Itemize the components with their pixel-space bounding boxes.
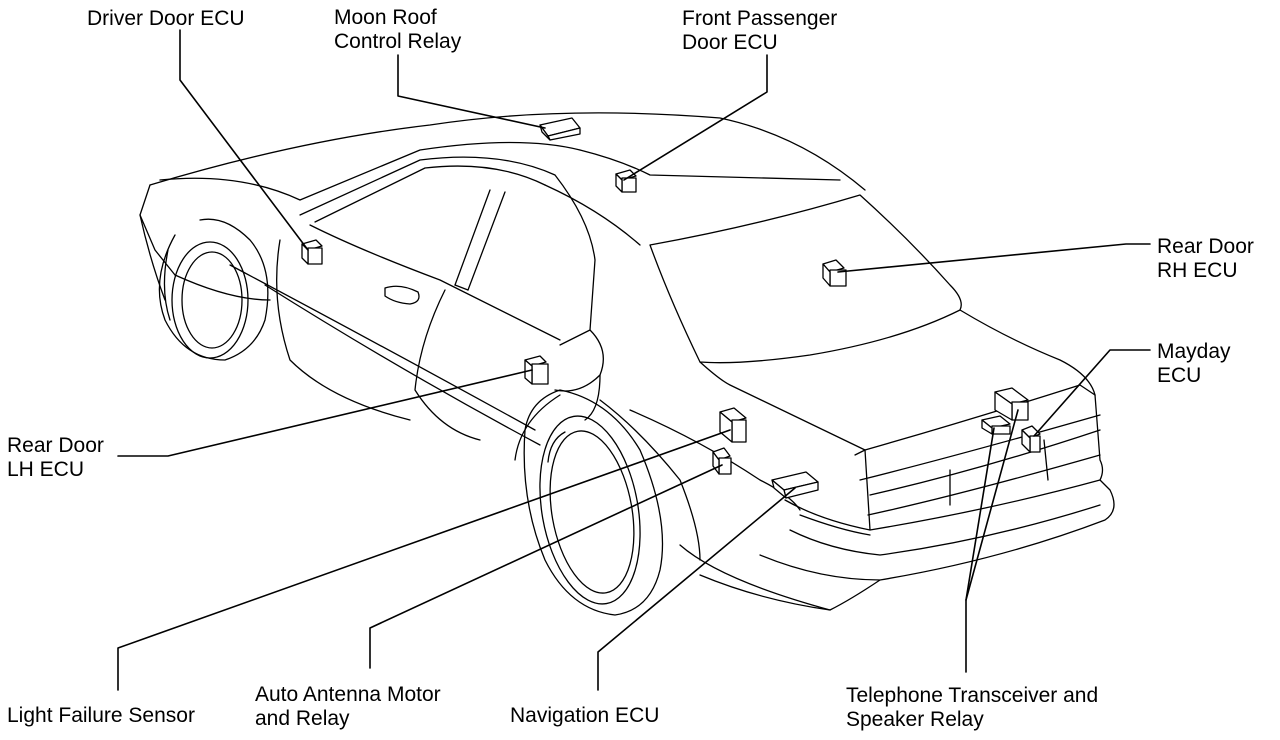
label-rear-door-lh-ecu: Rear Door LH ECU <box>7 434 104 482</box>
leader-lines <box>117 29 1151 691</box>
label-line: and Relay <box>255 707 350 730</box>
label-driver-door-ecu: Driver Door ECU <box>87 7 245 31</box>
leader-rear-door-lh-ecu <box>117 369 533 457</box>
front-passenger-ecu-box <box>615 169 637 193</box>
component-markers <box>301 117 1049 499</box>
label-mayday-ecu: Mayday ECU <box>1157 340 1231 388</box>
label-moon-roof-control-relay: Moon Roof Control Relay <box>334 6 461 54</box>
label-line: ECU <box>1157 364 1202 387</box>
leader-light-failure-sensor <box>117 429 731 691</box>
leader-telephone-b <box>965 409 1019 601</box>
label-rear-door-rh-ecu: Rear Door RH ECU <box>1157 235 1254 283</box>
leader-rear-door-rh-ecu <box>837 243 1151 273</box>
label-line: Mayday <box>1157 340 1231 363</box>
label-line: Telephone Transceiver and <box>846 684 1099 707</box>
label-line: Door ECU <box>682 31 778 54</box>
speaker-relay-box <box>981 415 1011 435</box>
leader-mayday-ecu <box>1033 349 1151 437</box>
telephone-transceiver-box <box>994 387 1029 421</box>
auto-antenna-box <box>712 447 732 475</box>
label-line: LH ECU <box>7 458 85 481</box>
label-telephone-transceiver-and-speaker-relay: Telephone Transceiver and Speaker Relay <box>846 684 1098 732</box>
label-front-passenger-door-ecu: Front Passenger Door ECU <box>682 7 837 55</box>
leader-auto-antenna <box>369 464 723 669</box>
label-line: Control Relay <box>334 30 462 53</box>
label-navigation-ecu: Navigation ECU <box>510 704 659 728</box>
label-line: Moon Roof <box>334 6 437 29</box>
car-body-outline <box>139 112 1115 611</box>
label-line: RH ECU <box>1157 259 1238 282</box>
moon-roof-relay-box <box>539 117 581 141</box>
label-line: Navigation ECU <box>510 704 660 727</box>
light-failure-sensor-box <box>719 407 747 443</box>
front-wheel <box>158 218 269 361</box>
leader-navigation-ecu <box>597 487 796 691</box>
leader-moon-roof-relay <box>397 54 546 129</box>
label-line: Light Failure Sensor <box>7 704 195 727</box>
rear-wheel <box>523 389 664 616</box>
leader-driver-door-ecu <box>179 29 309 251</box>
label-line: Front Passenger <box>682 7 838 30</box>
label-line: Rear Door <box>1157 235 1254 258</box>
label-light-failure-sensor: Light Failure Sensor <box>7 704 195 728</box>
leader-front-passenger-ecu <box>623 54 768 181</box>
label-line: Auto Antenna Motor <box>255 683 441 706</box>
label-line: Rear Door <box>7 434 104 457</box>
rear-door-lh-ecu-box <box>524 355 549 385</box>
label-line: Speaker Relay <box>846 708 984 731</box>
driver-door-ecu-box <box>301 239 323 265</box>
label-line: Driver Door ECU <box>87 7 245 30</box>
navigation-ecu-box <box>771 471 819 499</box>
label-auto-antenna-motor-and-relay: Auto Antenna Motor and Relay <box>255 683 441 731</box>
rear-door-rh-ecu-box <box>822 259 847 287</box>
